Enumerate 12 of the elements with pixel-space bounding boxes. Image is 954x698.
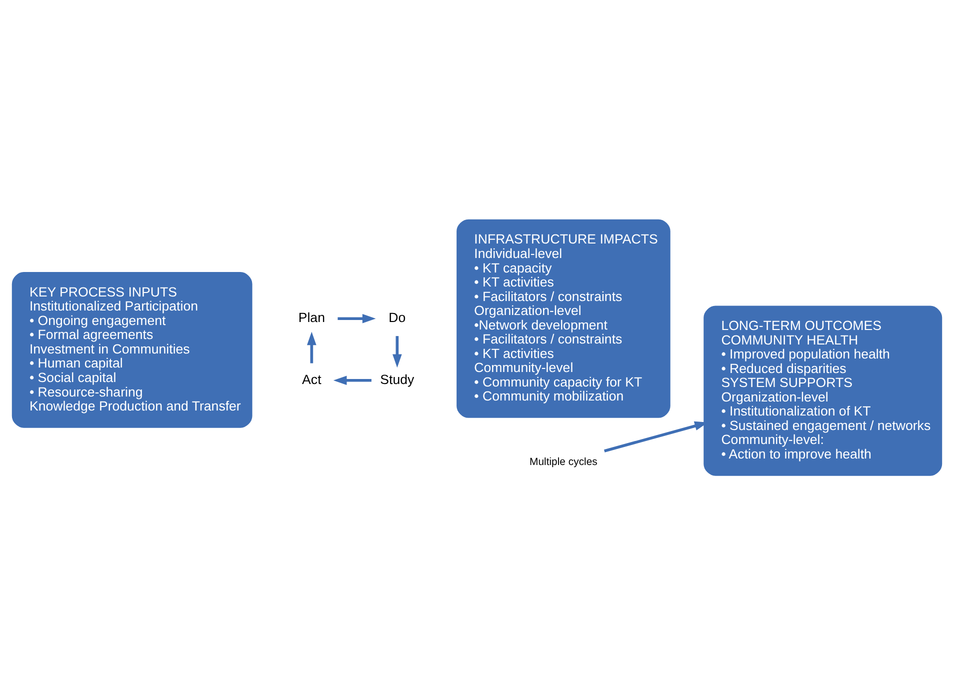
arrow <box>307 331 316 363</box>
arrow <box>338 313 376 323</box>
node-box: INFRASTRUCTURE IMPACTS Individual-level • KT capacity • KT activities • Facilitators / constraints Organization-level •Network development • Facilitators / constraints • KT activities Community-level • Community capacity for KT • Community mobilization <box>456 218 670 418</box>
node-text: Study <box>380 371 414 386</box>
node-text: Do <box>388 310 406 325</box>
node-text: Plan <box>298 310 325 325</box>
node-text: Multiple cycles <box>530 456 598 468</box>
arrow <box>333 375 372 385</box>
node-box: KEY PROCESS INPUTS Institutionalized Participation • Ongoing engagement • Formal agreements Investment in Communities • Human capital • Social capital • Resource-sharing Knowledge Production and Transfer <box>12 272 252 428</box>
node-box: LONG-TERM OUTCOMES COMMUNITY HEALTH • Improved population health • Reduced disparities SYSTEM SUPPORTS Organization-level • Institutionalization of KT • Sustained engagement / networks Community-level: • Action to improve health <box>704 305 942 476</box>
arrow <box>392 336 402 368</box>
node-text: Act <box>302 371 322 386</box>
